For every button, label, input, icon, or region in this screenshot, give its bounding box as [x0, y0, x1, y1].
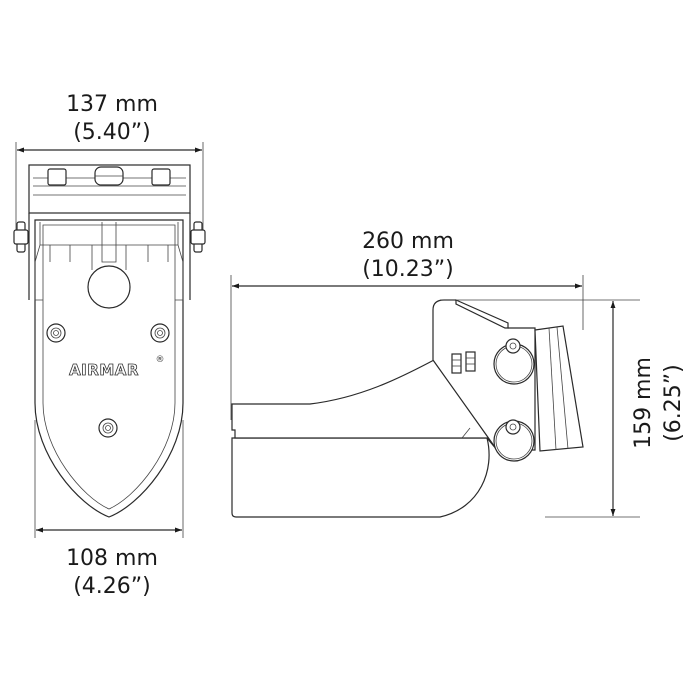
pivot-ring-lower: [493, 419, 535, 462]
vent-icon: [451, 351, 476, 374]
screw-icon: [150, 323, 170, 343]
cable-hole: [87, 265, 131, 309]
ribs: [49, 245, 169, 270]
bottom-width-mm: 108 mm: [66, 546, 158, 571]
transducer-element: [534, 325, 584, 452]
side-view: 260 mm (10.23”): [230, 229, 686, 518]
pivot-ring-upper: [493, 338, 535, 385]
top-width-inch: (5.40”): [73, 120, 151, 145]
length-inch: (10.23”): [362, 257, 454, 282]
height-mm: 159 mm: [631, 357, 656, 449]
airmar-logo: AIRMAR: [69, 361, 139, 379]
bottom-width-inch: (4.26”): [73, 574, 151, 599]
transducer-body-outline: [34, 219, 184, 518]
top-width-mm: 137 mm: [66, 92, 158, 117]
mounting-bracket: [13, 164, 206, 300]
front-view: 137 mm (5.40”): [13, 92, 206, 599]
transducer-body-inner: [42, 224, 176, 510]
screw-icon: [46, 323, 66, 343]
bracket-rail: [455, 299, 509, 329]
transducer-hull: [231, 437, 490, 518]
length-mm: 260 mm: [362, 229, 454, 254]
height-inch: (6.25”): [661, 364, 686, 442]
transducer-deck: [231, 359, 498, 451]
registered-mark: ®: [156, 355, 165, 365]
screw-icon: [98, 418, 118, 438]
